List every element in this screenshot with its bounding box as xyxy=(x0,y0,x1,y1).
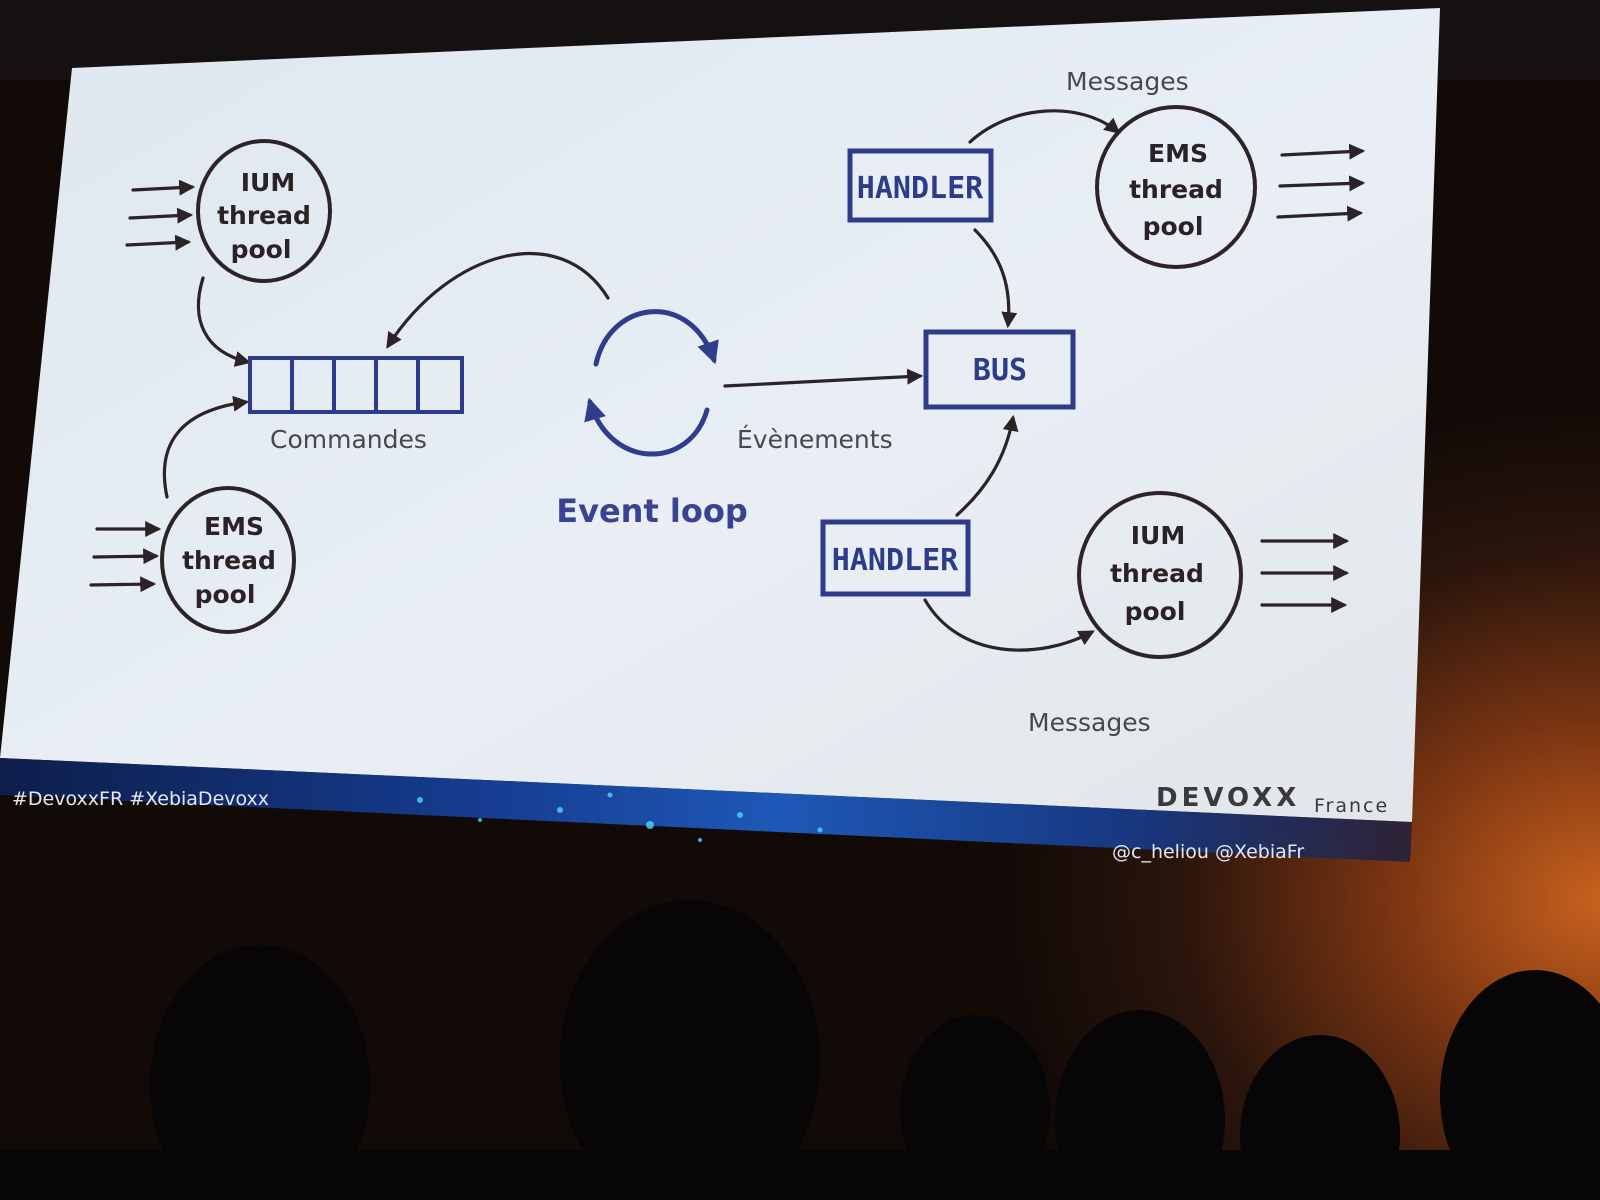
arrow-handler-top-to-ems xyxy=(968,109,1121,144)
handler-bottom-label: HANDLER xyxy=(832,543,959,578)
arrow-handler-bottom-to-bus xyxy=(955,414,1019,517)
devoxx-logo: DEVOXX France xyxy=(1156,783,1389,817)
arrow-handler-bottom-to-ium xyxy=(923,598,1095,652)
left-bottom-thread-pool: EMS thread pool xyxy=(160,486,296,634)
diagram: IUM thread pool Commandes EMS thread xyxy=(89,67,1366,737)
input-arrows-bottom-left xyxy=(89,521,162,593)
pool-label-line1: EMS xyxy=(204,512,264,541)
pool-label-line3: pool xyxy=(195,580,256,609)
left-top-thread-pool: IUM thread pool xyxy=(196,139,332,283)
pool-label-line1: EMS xyxy=(1148,139,1208,168)
arrow-bottom-pool-to-queue xyxy=(162,395,250,499)
handler-top: HANDLER xyxy=(847,148,994,223)
output-arrows-top-right xyxy=(1276,143,1366,222)
audience-head xyxy=(1440,970,1600,1200)
output-arrows-bottom-right xyxy=(1260,533,1350,613)
brand-sub-text: France xyxy=(1314,795,1389,817)
bus-box: BUS xyxy=(923,329,1076,410)
brand-text: DEVOXX xyxy=(1156,783,1300,813)
pool-label-line2: thread xyxy=(1129,175,1223,204)
audience-silhouettes xyxy=(0,900,1600,1200)
pool-label-line3: pool xyxy=(1125,597,1186,626)
arrow-handler-top-to-bus xyxy=(973,228,1018,329)
right-bottom-thread-pool: IUM thread pool xyxy=(1077,491,1243,659)
right-top-thread-pool: EMS thread pool xyxy=(1095,105,1257,269)
audience-row xyxy=(0,1150,1600,1200)
pool-label-line3: pool xyxy=(231,235,292,264)
messages-top-label: Messages xyxy=(1066,67,1189,96)
command-queue xyxy=(248,356,464,414)
event-loop-label: Event loop xyxy=(556,492,747,530)
slide-footer-band xyxy=(0,758,1412,862)
queue-label: Commandes xyxy=(270,425,427,454)
events-label: Évènements xyxy=(737,425,893,454)
pool-label-line1: IUM xyxy=(1131,521,1185,550)
pool-label-line3: pool xyxy=(1143,212,1204,241)
input-arrows-top-left xyxy=(125,179,196,251)
audience-head xyxy=(150,945,370,1200)
arrow-pool-to-queue xyxy=(196,276,252,367)
bus-label: BUS xyxy=(973,353,1027,388)
projection-screen xyxy=(0,8,1440,862)
audience-head xyxy=(560,900,820,1200)
slide-background xyxy=(0,8,1440,822)
event-loop-icon xyxy=(584,309,719,457)
pool-label-line1: IUM xyxy=(241,168,295,197)
pool-label-line2: thread xyxy=(182,546,276,575)
arrow-loop-to-bus xyxy=(723,368,924,388)
pool-label-line2: thread xyxy=(1110,559,1204,588)
handler-bottom: HANDLER xyxy=(820,519,971,597)
arrow-loop-to-queue xyxy=(386,251,610,349)
messages-bottom-label: Messages xyxy=(1028,708,1151,737)
network-dots xyxy=(417,792,823,842)
hashtags-text: #DevoxxFR #XebiaDevoxx xyxy=(12,788,269,810)
handles-text: @c_heliou @XebiaFr xyxy=(1112,841,1304,863)
handler-top-label: HANDLER xyxy=(857,171,984,206)
pool-label-line2: thread xyxy=(217,201,311,230)
